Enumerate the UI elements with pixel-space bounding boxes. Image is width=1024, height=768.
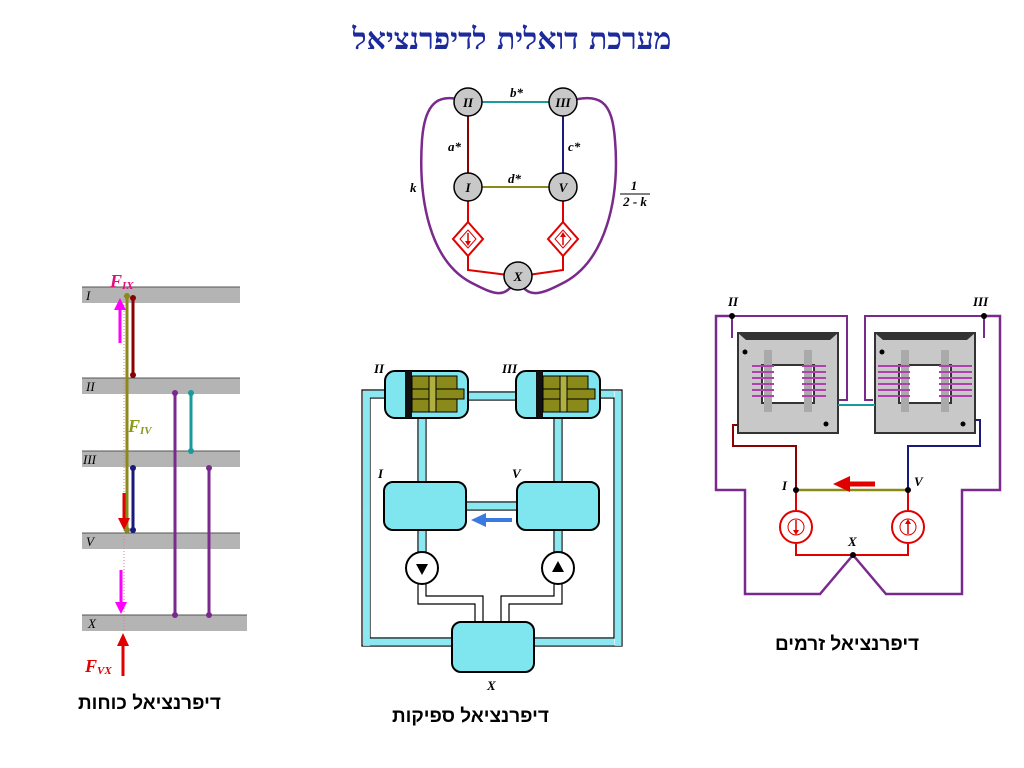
force-ix-subscript: IX: [121, 280, 134, 292]
cylinder-III: [515, 370, 601, 419]
node-V-label: V: [559, 180, 569, 195]
arrow-down-magenta-icon: [115, 570, 127, 614]
node-I-label: I: [464, 180, 471, 195]
tank-I: [383, 481, 467, 531]
arrow-down-red-icon: [118, 493, 130, 530]
current-label-X: X: [847, 534, 857, 549]
flow-arrow-left-icon: [471, 513, 512, 527]
node-III: III: [548, 87, 578, 117]
level-X-label: X: [87, 616, 97, 631]
transformer-right: [874, 332, 976, 434]
force-vx-label: F: [84, 656, 97, 676]
svg-text:FIX: FIX: [109, 271, 134, 292]
current-label-I: I: [781, 478, 788, 493]
level-I-label: I: [85, 288, 91, 303]
current-arrow-left-icon: [833, 476, 875, 492]
source-diamond-right: [546, 220, 580, 258]
edge-d-label: d*: [508, 171, 522, 186]
flow-label-I: I: [377, 466, 384, 481]
node-X-label: X: [513, 269, 523, 284]
current-label-II: II: [727, 294, 739, 309]
level-V-label: V: [86, 534, 96, 549]
loop-k: [420, 96, 519, 295]
transformer-left: [737, 332, 839, 434]
arrow-up-red-icon: [117, 633, 129, 676]
force-iv-label: F: [127, 416, 140, 436]
pump-down-icon: [405, 551, 439, 585]
edge-c-label: c*: [568, 139, 581, 154]
flow-label-X: X: [486, 678, 496, 693]
current-label-III: III: [972, 294, 989, 309]
dual-graph: II III I V X b* a* c* d* k 1 2 - k: [410, 85, 650, 295]
svg-text:FVX: FVX: [84, 656, 112, 677]
flow-panel: II III I V X: [361, 361, 623, 693]
current-source-up-icon: [891, 510, 925, 544]
arrow-up-magenta-icon: [114, 298, 126, 343]
flow-label-III: III: [501, 361, 518, 376]
tank-V: [516, 481, 600, 531]
force-ix-label: F: [109, 271, 122, 291]
force-panel: I II III V X: [82, 271, 247, 677]
edge-a-label: a*: [448, 139, 462, 154]
caption-forces: דיפרנציאל כוחות: [78, 693, 221, 714]
page-title: מערכת דואלית לדיפרנציאל: [352, 22, 672, 57]
node-II-label: II: [462, 95, 474, 110]
tank-X: [451, 621, 535, 673]
loop-right: [515, 96, 618, 295]
force-iv-subscript: IV: [139, 425, 153, 437]
loop-right-denominator: 2 - k: [622, 194, 647, 209]
loop-k-label: k: [410, 180, 417, 195]
level-III-label: III: [82, 452, 97, 467]
current-panel: II III I V X: [714, 294, 1002, 596]
node-III-label: III: [554, 95, 571, 110]
flow-label-II: II: [373, 361, 385, 376]
level-II-label: II: [85, 379, 95, 394]
pump-up-icon: [541, 551, 575, 585]
node-X: X: [503, 261, 533, 291]
current-source-down-icon: [779, 510, 813, 544]
node-I: I: [453, 172, 483, 202]
node-V: V: [548, 172, 578, 202]
edge-b-label: b*: [510, 85, 524, 100]
source-diamond-left: [451, 220, 485, 258]
current-label-V: V: [914, 474, 924, 489]
caption-currents: דיפרנציאל זרמים: [775, 634, 920, 655]
svg-text:FIV: FIV: [127, 416, 153, 437]
cylinder-II: [384, 370, 469, 419]
caption-flows: דיפרנציאל ספיקות: [392, 706, 549, 727]
loop-right-numerator: 1: [631, 178, 638, 193]
node-II: II: [453, 87, 483, 117]
force-vx-subscript: VX: [97, 665, 112, 677]
flow-label-V: V: [512, 466, 522, 481]
